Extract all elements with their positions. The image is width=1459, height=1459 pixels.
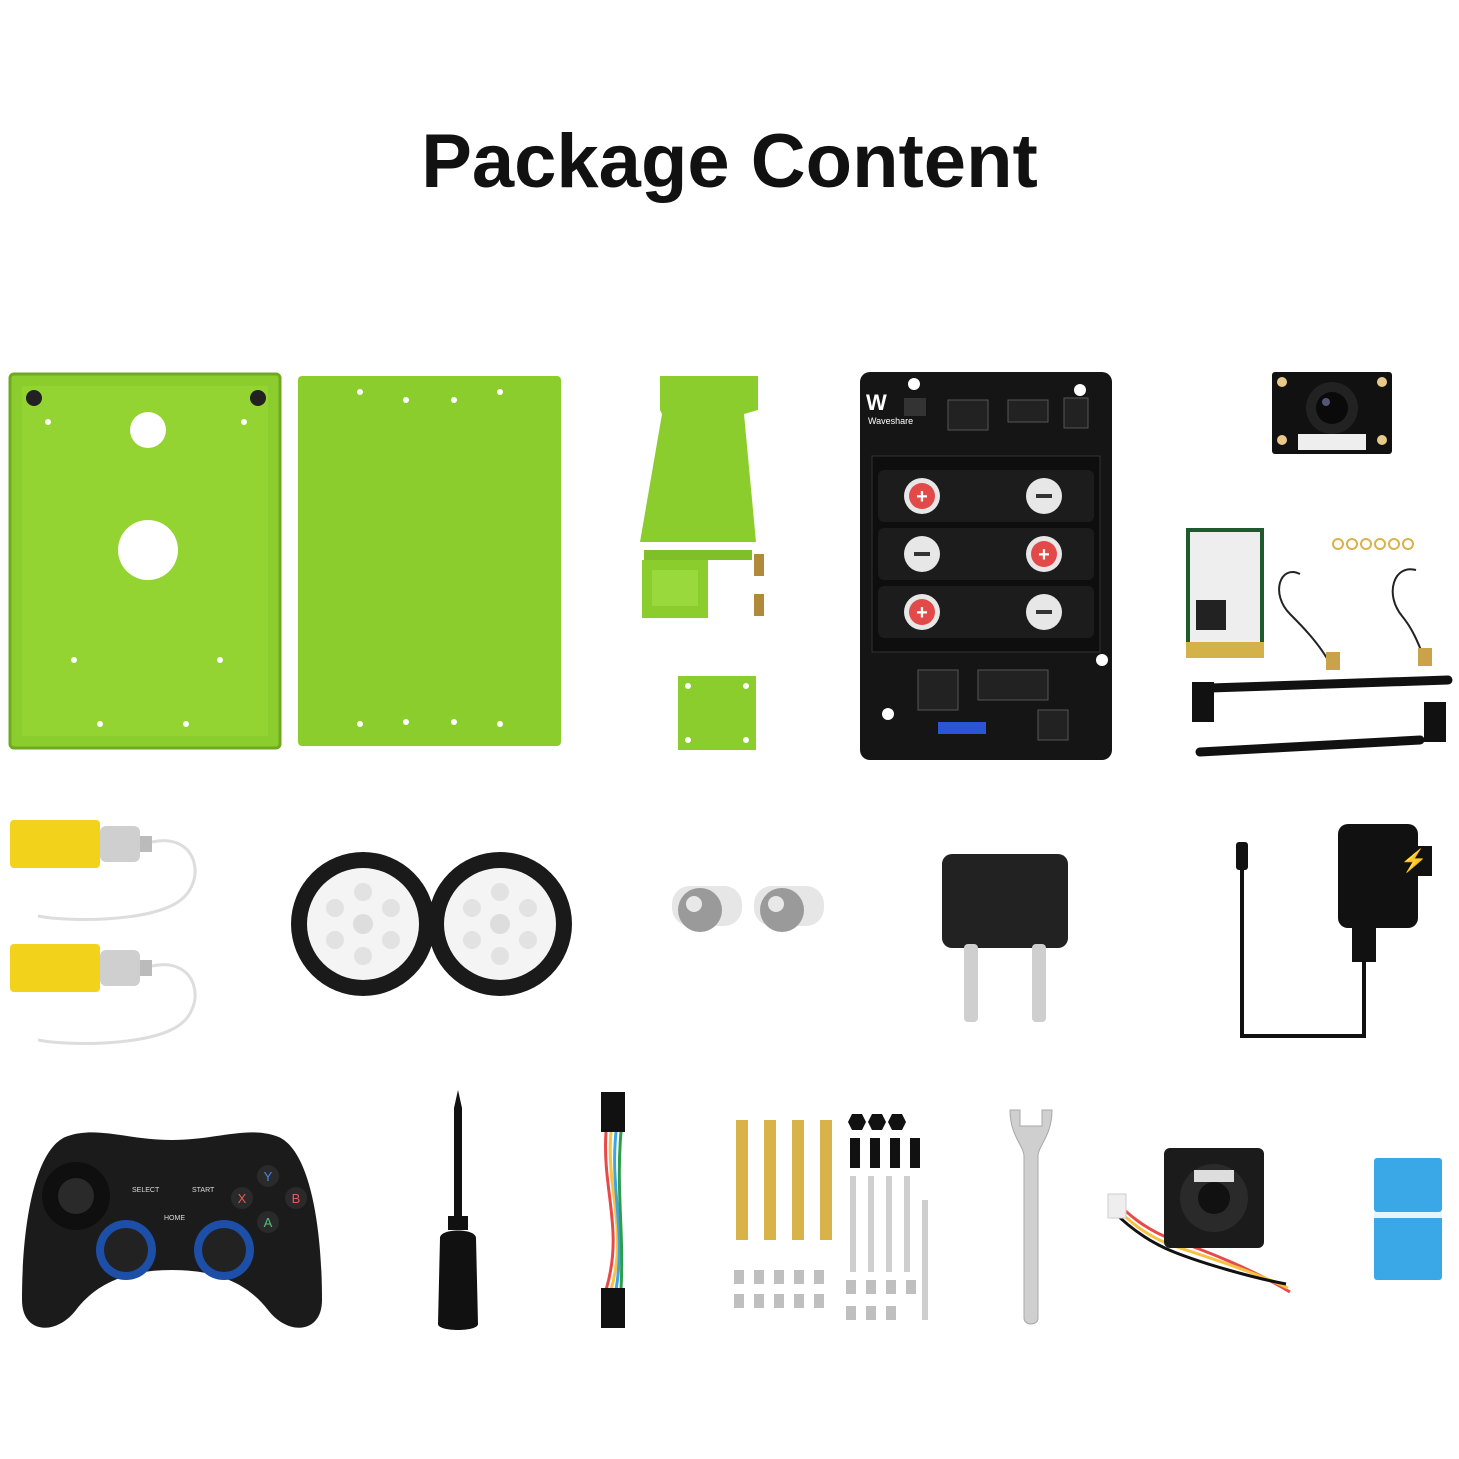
green-bracket-parts (636, 374, 786, 754)
wrench (1006, 1106, 1056, 1328)
svg-text:⚡: ⚡ (1400, 848, 1427, 874)
svg-text:+: + (1038, 544, 1050, 566)
start-label: START (192, 1187, 215, 1194)
camera-module (1270, 370, 1394, 456)
ball-casters (668, 878, 832, 940)
brand-label: Waveshare (868, 416, 913, 426)
thermal-pads (1372, 1156, 1444, 1282)
plug-adapter (938, 852, 1072, 1024)
svg-text:+: + (916, 602, 928, 624)
gear-motors (8, 812, 208, 1047)
expansion-board-battery-holder: Waveshare W + + + (858, 370, 1114, 762)
top-chassis-plate (296, 374, 564, 750)
bottom-chassis-plate (8, 372, 283, 752)
wifi-card-antennas (1180, 524, 1455, 764)
y-button-label: Y (264, 1169, 273, 1184)
wheels (288, 852, 578, 1002)
screwdriver (434, 1088, 484, 1334)
select-label: SELECT (132, 1187, 160, 1194)
wireless-gamepad: SELECT START HOME Y X B A (18, 1120, 326, 1342)
a-button-label: A (264, 1215, 273, 1230)
screws-standoffs-kit (726, 1110, 944, 1328)
power-supply: ⚡ (1234, 820, 1434, 1042)
svg-text:W: W (866, 390, 887, 415)
svg-text:+: + (916, 486, 928, 508)
page-title: Package Content (421, 119, 1038, 204)
b-button-label: B (292, 1191, 301, 1206)
x-button-label: X (238, 1191, 247, 1206)
home-label: HOME (164, 1215, 185, 1222)
cooling-fan (1104, 1140, 1300, 1296)
jumper-cable (598, 1090, 628, 1332)
